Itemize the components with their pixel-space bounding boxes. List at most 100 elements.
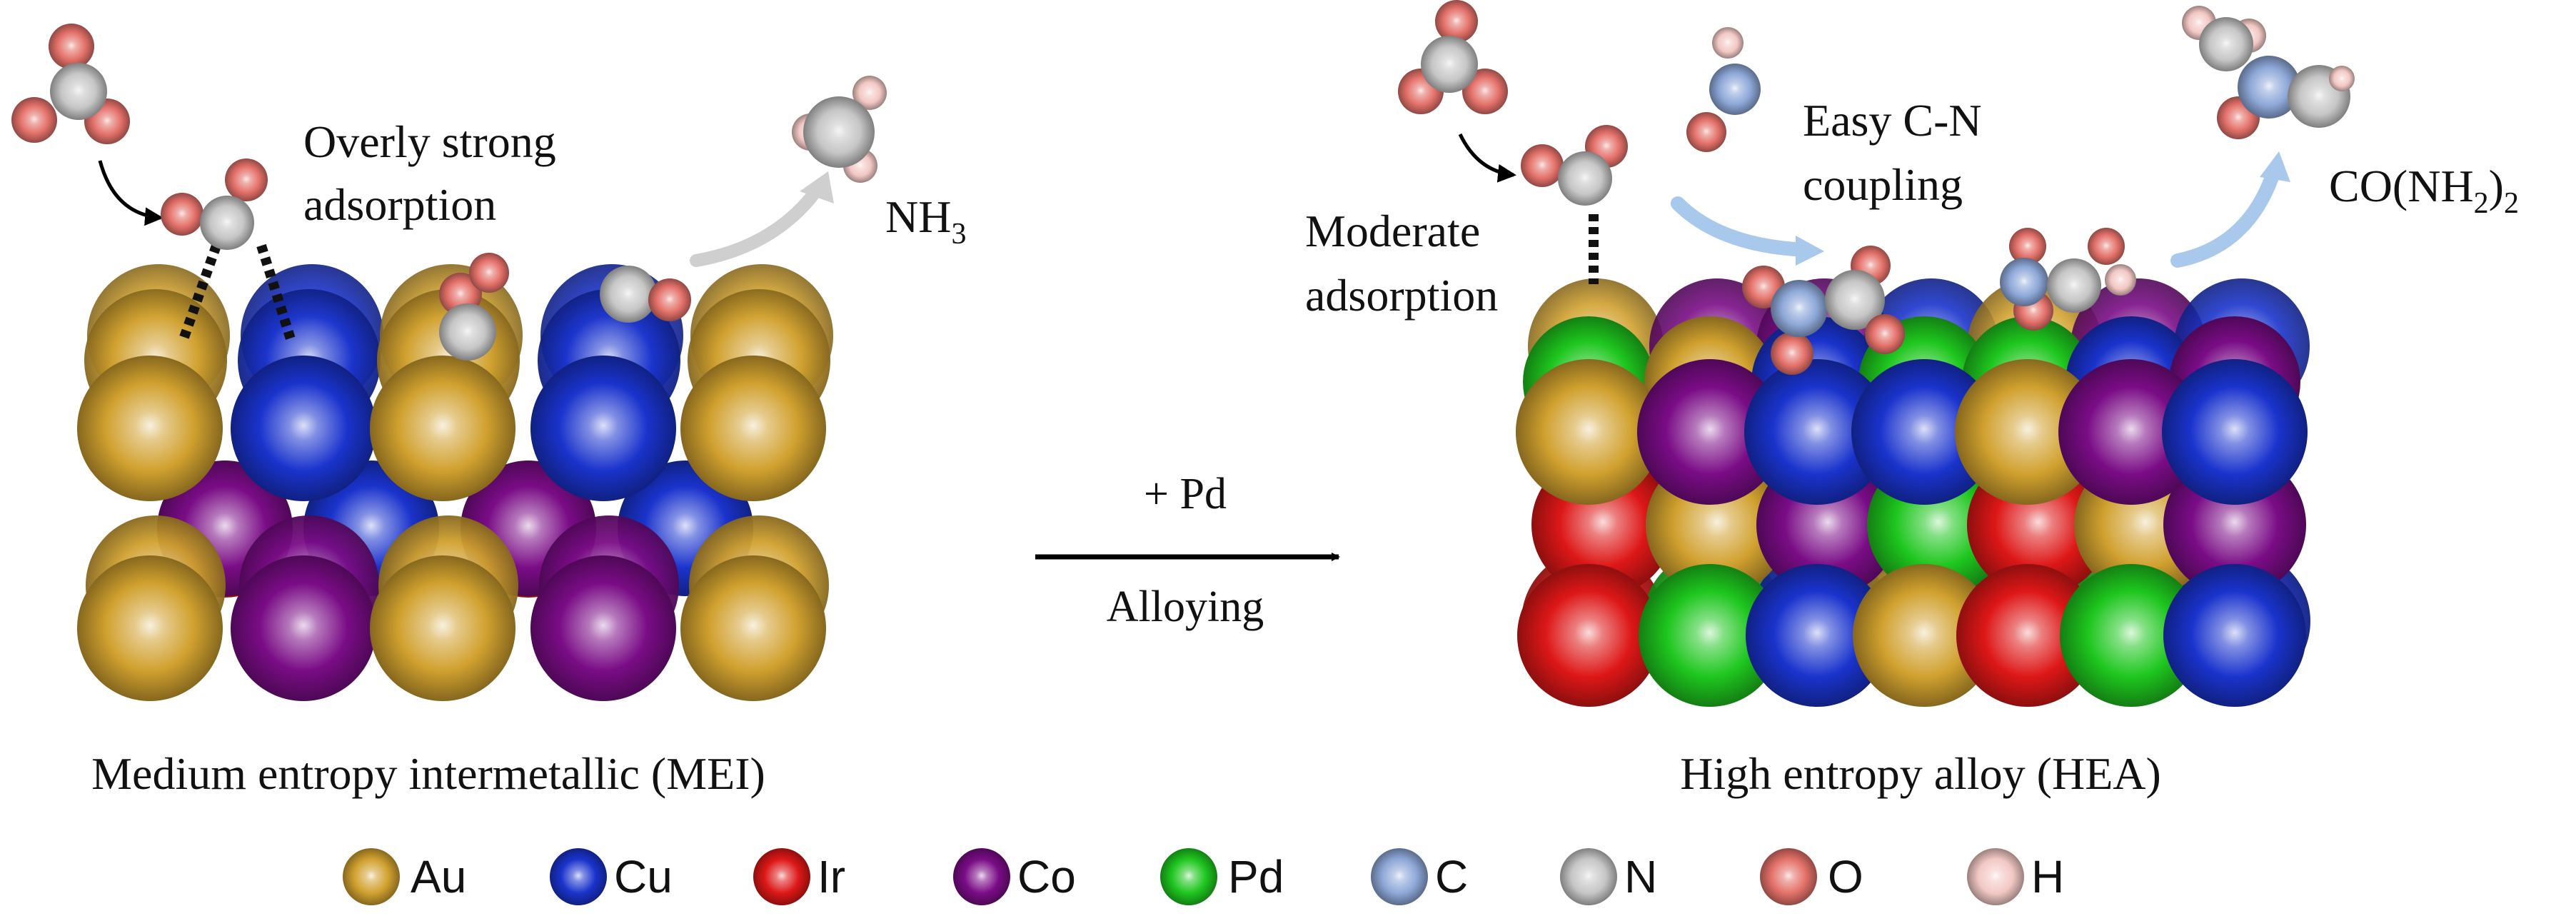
mei-atom-Au: [370, 555, 515, 701]
legend-label-Pd: Pd: [1228, 851, 1284, 902]
transition-top-label: + Pd: [1144, 470, 1227, 518]
mei-atom-Au: [680, 356, 826, 501]
mei-surface-no-b: [600, 266, 691, 323]
legend-item-N: N: [1560, 848, 1657, 905]
atom-N: [1558, 151, 1612, 206]
legend-label-Au: Au: [411, 851, 466, 902]
hea-nitrate-incoming: [1398, 0, 1508, 114]
hea-coupling-label-line2: coupling: [1803, 159, 1963, 210]
hea-adsorbed-no2: [1521, 125, 1628, 206]
hea-product-label: CO(NH2)2: [2329, 161, 2519, 220]
atom-N: [50, 63, 107, 120]
legend-swatch-Au: [343, 848, 400, 905]
hea-atom-Cu: [2163, 564, 2306, 707]
hea-atom-Cu: [1851, 359, 1997, 505]
mei-atom-Cu: [231, 356, 376, 501]
atom-H: [2329, 66, 2355, 91]
legend-swatch-Co: [953, 848, 1010, 905]
mei-flow-arrow: [690, 171, 834, 267]
legend-item-Pd: Pd: [1160, 848, 1284, 905]
atom-C: [2238, 56, 2300, 119]
legend-label-C: C: [1435, 851, 1468, 902]
atom-O: [225, 158, 268, 201]
legend-item-Au: Au: [343, 848, 466, 905]
legend-swatch-Ir: [753, 848, 810, 905]
legend-label-O: O: [1828, 851, 1863, 902]
hea-atom-slab: [1516, 278, 2310, 707]
hea-atom-Ir: [1956, 564, 2099, 707]
atom-N: [439, 303, 496, 361]
atom-H: [2105, 264, 2136, 296]
atom-C: [1709, 64, 1761, 115]
legend-item-C: C: [1371, 848, 1468, 905]
legend-item-H: H: [1967, 848, 2064, 905]
legend-label-Ir: Ir: [817, 851, 845, 902]
legend-label-N: N: [1624, 851, 1657, 902]
atom-O: [648, 278, 691, 321]
hea-atom-Ir: [1517, 564, 1660, 707]
mei-adsorption-bonds: [178, 243, 296, 343]
legend-swatch-C: [1371, 848, 1428, 905]
atom-N: [2047, 258, 2101, 313]
mei-surface-no-a: [439, 253, 509, 361]
atom-N: [200, 196, 254, 250]
atom-O: [469, 253, 509, 293]
hea-atom-Co: [1637, 359, 1783, 505]
legend-swatch-Pd: [1160, 848, 1217, 905]
hea-urea: [2182, 6, 2355, 139]
hea-flow-arrow-out: [2170, 151, 2290, 268]
mei-caption: Medium entropy intermetallic (MEI): [91, 748, 765, 799]
legend-swatch-O: [1760, 848, 1817, 905]
atom-O: [2088, 228, 2125, 265]
hea-atom-Co: [2058, 359, 2204, 505]
mei-atom-Co: [231, 555, 376, 701]
atom-N: [600, 266, 657, 323]
hea-adsorption-label-line1: Moderate: [1305, 206, 1480, 256]
legend-swatch-Cu: [550, 848, 607, 905]
atom-O: [49, 24, 94, 69]
atom-O: [1686, 112, 1726, 152]
mei-adsorption-label-line1: Overly strong: [303, 116, 556, 167]
mei-atom-Au: [370, 356, 515, 501]
mei-atom-Au: [77, 555, 223, 701]
hea-flow-out-arrowhead: [2260, 151, 2290, 182]
mei-bond-left: [178, 243, 221, 343]
hea-atom-Au: [1955, 359, 2100, 505]
atom-O: [161, 193, 203, 236]
atom-N: [803, 96, 875, 168]
hea-flow-out-curve: [2170, 164, 2281, 268]
hea-atom-Cu: [2162, 359, 2308, 505]
legend-item-Co: Co: [953, 848, 1076, 905]
mei-adsorption-label-line2: adsorption: [303, 179, 496, 230]
atom-O: [1435, 0, 1478, 43]
atom-N: [2199, 17, 2253, 71]
hea-atom-Cu: [1746, 564, 1888, 707]
atom-H: [852, 76, 887, 110]
atom-C: [1771, 280, 1828, 337]
atom-N: [1825, 270, 1885, 330]
atom-H: [1712, 27, 1744, 59]
mei-flow-arrowhead: [800, 171, 834, 203]
hea-adsorption-label-line2: adsorption: [1305, 270, 1498, 321]
transition-bottom-label: Alloying: [1107, 583, 1264, 631]
legend-label-H: H: [2031, 851, 2064, 902]
mei-atom-Cu: [530, 356, 676, 501]
hea-coupling-label-line1: Easy C-N: [1803, 95, 1982, 146]
hea-flow-arrow-in: [1671, 196, 1824, 266]
mei-atom-Au: [680, 555, 826, 701]
mei-small-curved-arrow: [98, 160, 163, 226]
mei-adsorbed-no2: [161, 158, 268, 250]
hea-atom-Au: [1516, 359, 1661, 505]
hea-atom-Cu: [1744, 359, 1890, 505]
legend-label-Cu: Cu: [614, 851, 673, 902]
legend-swatch-N: [1560, 848, 1617, 905]
mei-atom-Au: [77, 356, 223, 501]
mei-product-label: NH3: [885, 191, 966, 251]
atom-O: [1462, 69, 1508, 114]
legend-swatch-H: [1967, 848, 2024, 905]
hea-surface-cn-a: [1742, 246, 1905, 375]
hea-surface-cn-b: [2000, 228, 2136, 331]
hea-atom-Pd: [1639, 564, 1781, 707]
hea-small-curved-arrow: [1458, 133, 1516, 183]
molecules: [11, 0, 2355, 375]
